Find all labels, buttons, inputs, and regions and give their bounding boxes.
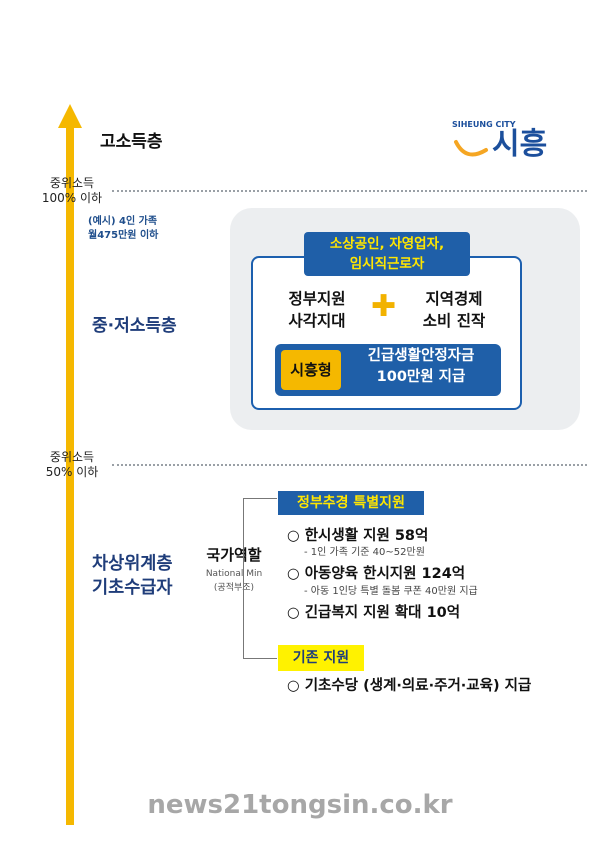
logo-mark-icon	[454, 140, 488, 157]
plus-icon: ✚	[371, 289, 397, 324]
emergency-fund-line2: 100만원 지급	[376, 369, 466, 385]
low-tier-label: 차상위계층 기초수급자	[92, 552, 173, 600]
median-50-line1: 중위소득	[49, 450, 95, 464]
median-50-label: 중위소득 50% 이하	[38, 450, 106, 480]
panel-header: 소상공인, 자영업자, 임시직근로자	[304, 232, 470, 276]
local-economy-text: 지역경제 소비 진작	[404, 288, 504, 332]
panel-header-line1: 소상공인, 자영업자,	[329, 236, 445, 252]
national-role-title: 국가역할	[206, 546, 262, 564]
item-basic-allowance: ○ 기초수당 (생계·의료·주거·교육) 지급	[287, 678, 532, 694]
siheung-type-badge: 시흥형	[281, 350, 341, 390]
example-line2: 월475만원 이하	[88, 230, 159, 241]
logo-english: SIHEUNG CITY	[452, 120, 516, 129]
item-temporary-living: ○ 한시생활 지원 58억	[287, 528, 429, 544]
gov-gap-line1: 정부지원	[288, 290, 346, 308]
arrow-head-up	[58, 104, 82, 128]
example-note: (예시) 4인 가족 월475만원 이하	[88, 215, 158, 243]
item-child-support: ○ 아동양육 한시지원 124억	[287, 566, 466, 582]
national-role-paren: (공적부조)	[213, 583, 255, 593]
median-100-line2: 100% 이하	[41, 191, 103, 205]
emergency-fund-text: 긴급생활안정자금 100만원 지급	[343, 346, 499, 388]
divider-100	[112, 190, 587, 192]
national-role-en: National Min	[205, 569, 263, 579]
median-100-line1: 중위소득	[49, 176, 95, 190]
middle-tier-label: 중·저소득층	[92, 316, 177, 336]
gov-special-tag: 정부추경 특별지원	[278, 491, 424, 515]
item-temporary-living-sub: - 1인 가족 기준 40~52만원	[304, 547, 425, 558]
local-economy-line1: 지역경제	[425, 290, 483, 308]
item-child-support-sub: - 아동 1인당 특별 돌봄 쿠폰 40만원 지급	[304, 586, 478, 597]
siheung-logo: SIHEUNG CITY 시흥	[452, 120, 552, 170]
median-50-line2: 50% 이하	[45, 465, 99, 479]
gov-gap-line2: 사각지대	[288, 312, 346, 330]
top-tier-label: 고소득층	[100, 132, 163, 152]
existing-support-tag: 기존 지원	[278, 645, 364, 671]
bracket-top	[243, 498, 277, 499]
bracket-bottom	[243, 658, 277, 659]
low-tier-line1: 차상위계층	[92, 554, 173, 574]
emergency-fund-line1: 긴급생활안정자금	[367, 348, 475, 364]
example-line1: (예시) 4인 가족	[88, 216, 158, 227]
local-economy-line2: 소비 진작	[422, 312, 486, 330]
gov-gap-text: 정부지원 사각지대	[270, 288, 364, 332]
income-axis	[66, 125, 74, 825]
item-emergency-welfare: ○ 긴급복지 지원 확대 10억	[287, 605, 461, 621]
low-tier-line2: 기초수급자	[92, 578, 173, 598]
panel-header-line2: 임시직근로자	[349, 256, 425, 272]
logo-korean: 시흥	[492, 127, 548, 162]
median-100-label: 중위소득 100% 이하	[38, 176, 106, 206]
national-role: 국가역할 National Min (공적부조)	[196, 544, 272, 594]
divider-50	[112, 464, 587, 466]
bracket-vertical	[243, 498, 244, 658]
watermark: news21tongsin.co.kr	[147, 790, 453, 820]
